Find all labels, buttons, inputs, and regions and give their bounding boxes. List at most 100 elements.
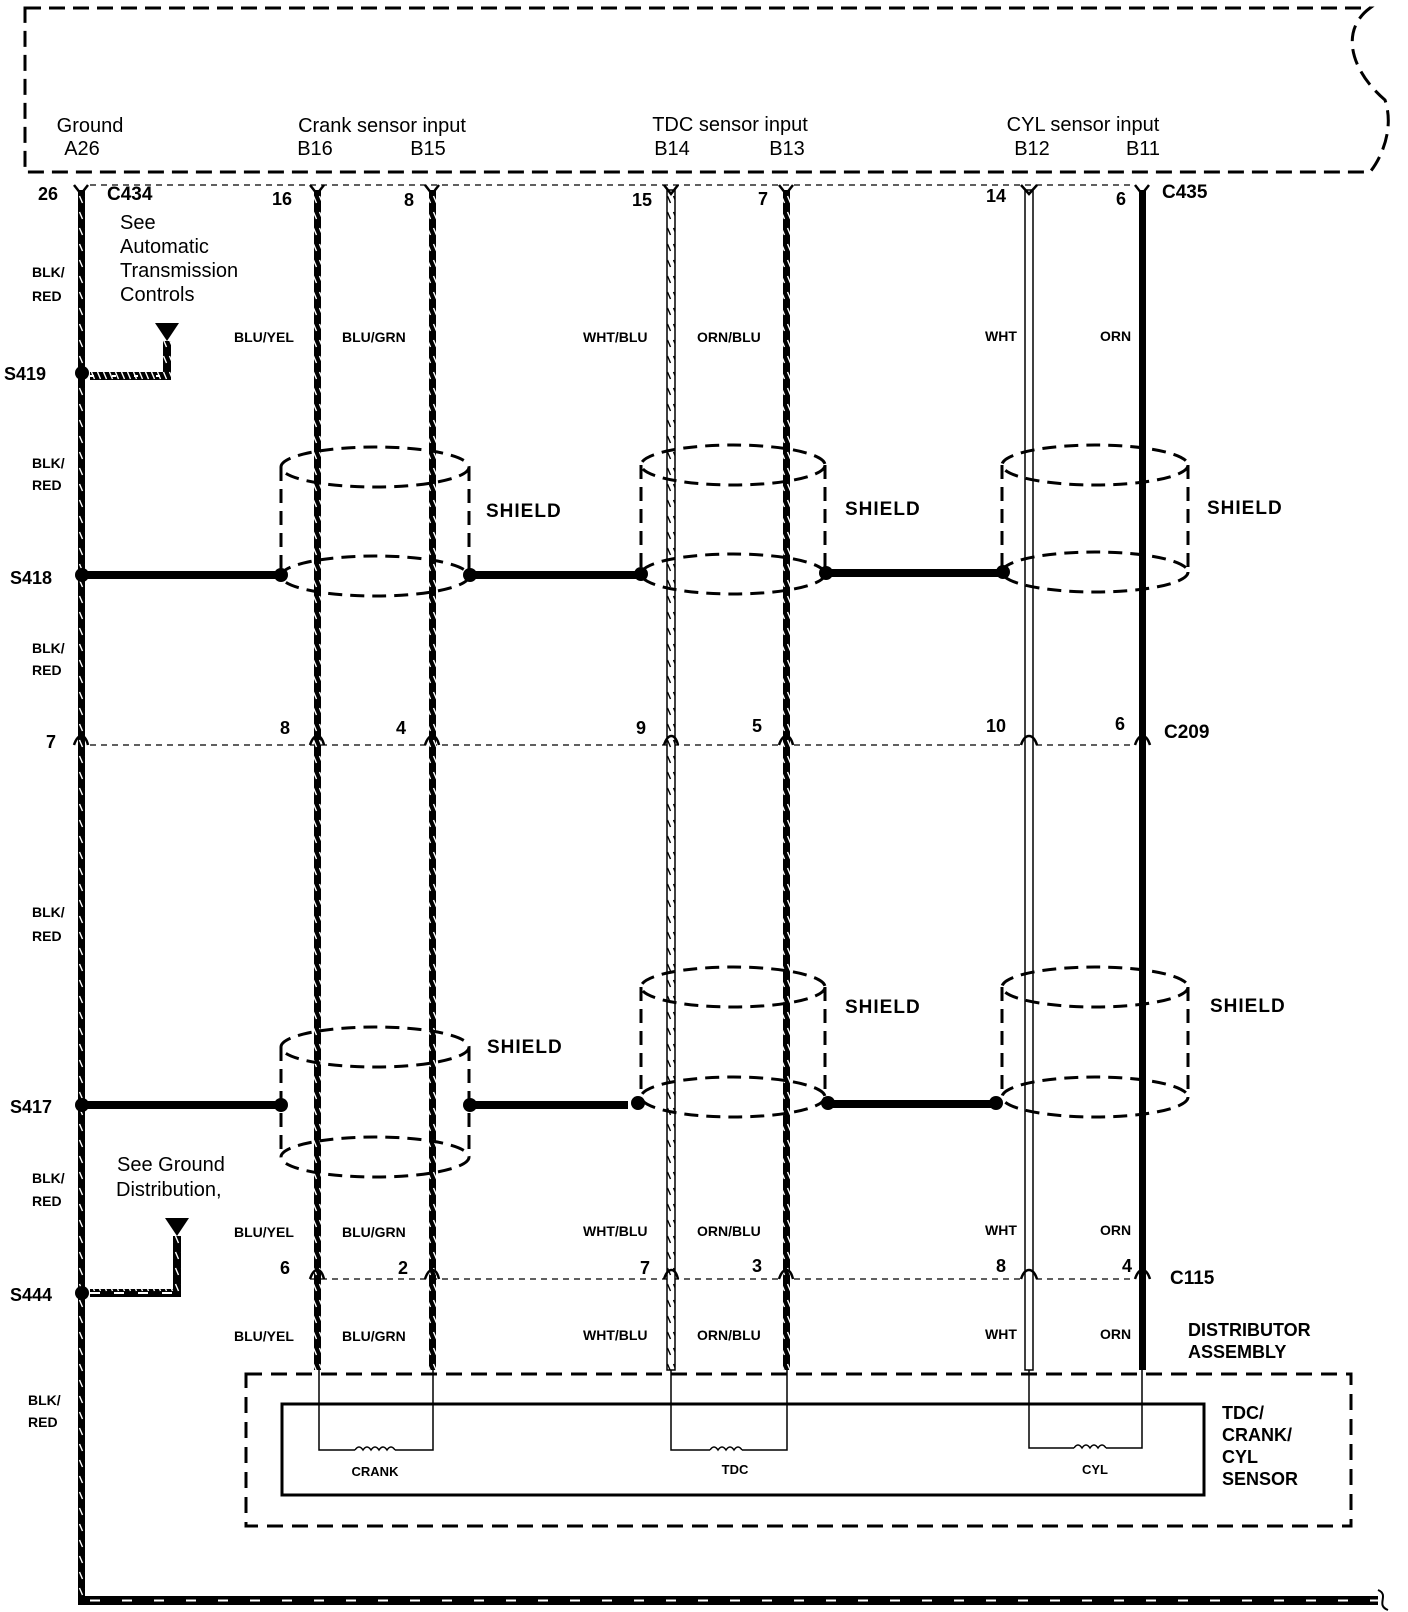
svg-text:WHT: WHT xyxy=(985,328,1017,344)
shield-label-4: SHIELD xyxy=(487,1037,563,1058)
c434-pin: 26 xyxy=(38,184,58,204)
svg-text:WHT: WHT xyxy=(985,1222,1017,1238)
c434-label: C434 xyxy=(107,184,153,205)
s419-dot xyxy=(75,366,89,380)
c435-label: C435 xyxy=(1162,182,1208,203)
c209-pin-5: 5 xyxy=(752,716,762,736)
sensor-label-3: CYL xyxy=(1222,1447,1258,1467)
c435-pin-16: 16 xyxy=(272,189,292,209)
ecm-tdc-t1: B14 xyxy=(654,138,690,160)
c115-pin-3: 3 xyxy=(752,1256,762,1276)
svg-text:BLK/: BLK/ xyxy=(32,264,65,280)
c209-pin-6: 6 xyxy=(1115,714,1125,734)
sensor-label-2: CRANK/ xyxy=(1222,1425,1292,1445)
c435-pin-15: 15 xyxy=(632,190,652,210)
wire-wht xyxy=(1024,189,1034,1371)
svg-text:Automatic: Automatic xyxy=(120,236,209,258)
s419-branch xyxy=(90,323,179,380)
svg-text:BLK/: BLK/ xyxy=(28,1392,61,1408)
wire-orn xyxy=(1139,190,1146,1370)
shield-label-5: SHIELD xyxy=(845,997,921,1018)
coil-crank xyxy=(318,1370,434,1452)
note-see-ground: See Ground Distribution, xyxy=(116,1154,225,1201)
svg-text:WHT/BLU: WHT/BLU xyxy=(583,1327,648,1343)
svg-text:See: See xyxy=(120,212,156,234)
distributor-label-2: ASSEMBLY xyxy=(1188,1342,1286,1362)
ecm-cyl-title: CYL sensor input xyxy=(1007,114,1160,136)
shield-label-6: SHIELD xyxy=(1210,996,1286,1017)
s444-label: S444 xyxy=(10,1285,52,1305)
svg-text:RED: RED xyxy=(32,288,62,304)
c209-pin-10: 10 xyxy=(986,716,1006,736)
svg-text:RED: RED xyxy=(32,477,62,493)
svg-text:BLK/: BLK/ xyxy=(32,640,65,656)
shield-label-1: SHIELD xyxy=(486,501,562,522)
sensor-label-4: SENSOR xyxy=(1222,1469,1298,1489)
shield-label-2: SHIELD xyxy=(845,499,921,520)
c115-pin-4: 4 xyxy=(1122,1256,1132,1276)
ecm-tdc-title: TDC sensor input xyxy=(652,114,808,136)
c115-pin-6: 6 xyxy=(280,1258,290,1278)
shield-label-3: SHIELD xyxy=(1207,498,1283,519)
c435-pin-14: 14 xyxy=(986,186,1006,206)
svg-text:ORN: ORN xyxy=(1100,1326,1131,1342)
ecm-cyl-t2: B11 xyxy=(1126,138,1160,160)
shield-tdc-bottom xyxy=(639,965,827,1119)
c115-pin-8: 8 xyxy=(996,1256,1006,1276)
svg-text:ORN/BLU: ORN/BLU xyxy=(697,1327,761,1343)
svg-text:RED: RED xyxy=(32,928,62,944)
s418-drain xyxy=(75,565,1010,582)
svg-text:ORN/BLU: ORN/BLU xyxy=(697,329,761,345)
svg-text:WHT/BLU: WHT/BLU xyxy=(583,1223,648,1239)
ecm-cyl-t1: B12 xyxy=(1014,138,1050,160)
c115-pin-2: 2 xyxy=(398,1258,408,1278)
coil-tdc-label: TDC xyxy=(722,1462,749,1477)
svg-text:BLK/: BLK/ xyxy=(32,904,65,920)
svg-text:BLU/GRN: BLU/GRN xyxy=(342,1224,406,1240)
svg-text:RED: RED xyxy=(32,662,62,678)
ecm-crank-t2: B15 xyxy=(410,138,446,160)
svg-text:Controls: Controls xyxy=(120,284,194,306)
svg-text:ORN: ORN xyxy=(1100,328,1131,344)
wire-ground-bottom xyxy=(78,1596,1378,1605)
shield-crank-bottom xyxy=(279,1025,471,1179)
shield-crank-top xyxy=(279,445,471,598)
c115-pin-7: 7 xyxy=(640,1258,650,1278)
wire-blk-red xyxy=(78,190,85,1600)
c209-pin-8: 8 xyxy=(280,718,290,738)
shield-cyl-bottom xyxy=(1000,965,1190,1119)
svg-text:BLU/GRN: BLU/GRN xyxy=(342,1328,406,1344)
s417-drain xyxy=(75,1096,1003,1112)
ecm-crank-title: Crank sensor input xyxy=(298,115,466,137)
wire-color-labels: BLU/YEL BLU/GRN WHT/BLU ORN/BLU WHT ORN … xyxy=(234,328,1131,1344)
shield-cyl-top xyxy=(1000,443,1190,594)
note-see-atc: See Automatic Transmission Controls xyxy=(120,212,238,306)
svg-text:RED: RED xyxy=(32,1193,62,1209)
c435-pin-7: 7 xyxy=(758,189,768,209)
ecm-crank-t1: B16 xyxy=(297,138,333,160)
wire-wht-blu xyxy=(666,189,676,1371)
s419-label: S419 xyxy=(4,364,46,384)
blk-red-labels: BLK/RED BLK/RED BLK/RED BLK/RED BLK/RED … xyxy=(28,264,65,1430)
s417-label: S417 xyxy=(10,1097,52,1117)
ecm-tdc-t2: B13 xyxy=(769,138,805,160)
distributor-label-1: DISTRIBUTOR xyxy=(1188,1320,1311,1340)
svg-text:WHT: WHT xyxy=(985,1326,1017,1342)
svg-text:BLU/YEL: BLU/YEL xyxy=(234,329,294,345)
svg-text:BLU/GRN: BLU/GRN xyxy=(342,329,406,345)
c115-label: C115 xyxy=(1170,1268,1215,1289)
svg-text:Distribution,: Distribution, xyxy=(116,1179,222,1201)
wire-orn-blu xyxy=(783,190,790,1370)
svg-text:Transmission: Transmission xyxy=(120,260,238,282)
distributor-assembly-box xyxy=(244,1372,1353,1528)
coil-cyl-label: CYL xyxy=(1082,1462,1108,1477)
c209-pin-9: 9 xyxy=(636,718,646,738)
s444-dot xyxy=(75,1286,89,1300)
svg-text:ORN: ORN xyxy=(1100,1222,1131,1238)
ecm-ground-terminal: A26 xyxy=(64,138,100,160)
svg-text:BLK/: BLK/ xyxy=(32,1170,65,1186)
svg-text:RED: RED xyxy=(28,1414,58,1430)
coil-tdc xyxy=(670,1370,788,1452)
sensor-box xyxy=(280,1402,1206,1497)
